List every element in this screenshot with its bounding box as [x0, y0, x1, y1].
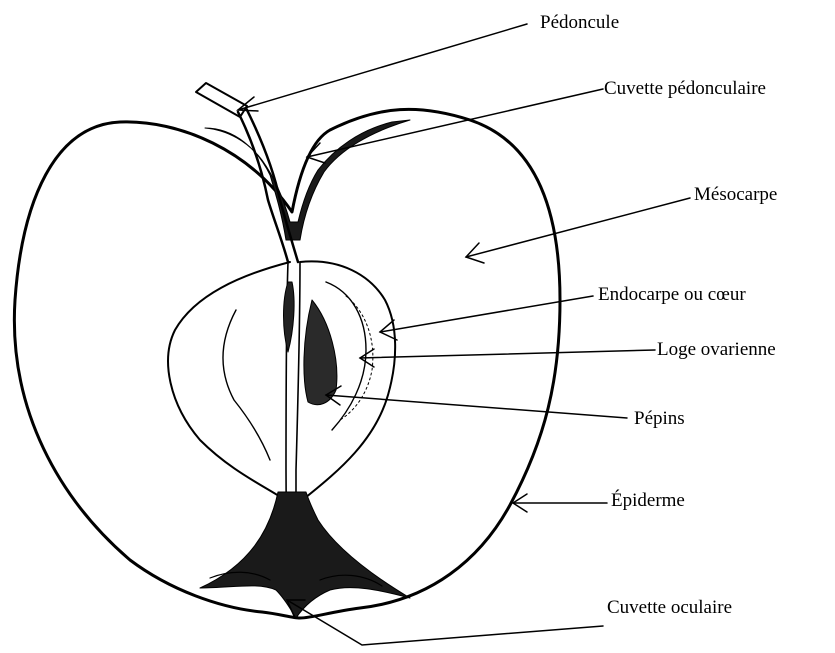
leader-loge — [360, 350, 655, 358]
label-epiderme: Épiderme — [611, 490, 685, 512]
stem — [196, 83, 247, 117]
label-endocarpe: Endocarpe ou cœur — [598, 284, 746, 306]
leader-cuvette-oculaire — [287, 600, 603, 645]
core-outline — [168, 262, 290, 498]
label-pedoncule: Pédoncule — [540, 12, 619, 34]
stem-cavity — [205, 120, 410, 240]
leader-pepins — [326, 395, 627, 418]
eye-cavity — [200, 492, 410, 618]
leader-cuvette-pedonculaire — [307, 89, 603, 157]
label-loge-ovarienne: Loge ovarienne — [657, 339, 776, 361]
label-cuvette-oculaire: Cuvette oculaire — [607, 597, 732, 619]
label-mesocarpe: Mésocarpe — [694, 184, 777, 206]
label-pepins: Pépins — [634, 408, 685, 430]
label-cuvette-pedonculaire: Cuvette pédonculaire — [604, 78, 766, 100]
leader-mesocarpe — [466, 198, 690, 257]
seed — [284, 282, 295, 352]
seed — [304, 300, 337, 405]
leader-pedoncule — [238, 24, 527, 110]
